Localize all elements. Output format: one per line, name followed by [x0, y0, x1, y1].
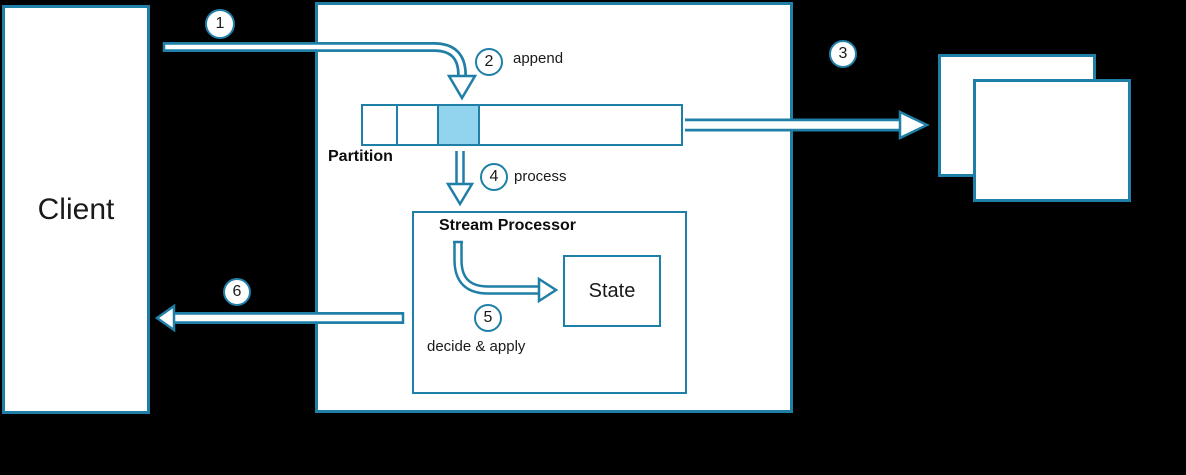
partition-segment-highlighted	[439, 106, 480, 144]
step-circle-5: 5	[474, 304, 502, 332]
partition-bar	[361, 104, 683, 146]
event-box-front	[973, 79, 1131, 202]
state-label: State	[588, 279, 636, 302]
partition-segment-1	[363, 106, 398, 144]
step-number-3: 3	[838, 45, 848, 62]
step-circle-2: 2	[475, 48, 503, 76]
step-circle-1: 1	[205, 9, 235, 39]
step-number-1: 1	[215, 15, 225, 32]
client-label: Client	[37, 192, 115, 226]
stream-processor-label: Stream Processor	[439, 217, 576, 234]
partition-segment-2	[398, 106, 439, 144]
partition-segment-tail	[480, 106, 681, 144]
step-circle-4: 4	[480, 163, 508, 191]
step-number-6: 6	[232, 283, 242, 300]
step-circle-3: 3	[829, 40, 857, 68]
partition-label: Partition	[328, 148, 393, 165]
step-number-2: 2	[484, 53, 494, 70]
step-number-5: 5	[483, 309, 493, 326]
step-label-decide-apply: decide & apply	[427, 338, 526, 355]
state-box: State	[563, 255, 661, 327]
step-label-process: process	[514, 168, 567, 185]
step-label-append: append	[513, 50, 564, 67]
step-circle-6: 6	[223, 278, 251, 306]
client-box: Client	[2, 5, 150, 414]
step-number-4: 4	[489, 168, 499, 185]
